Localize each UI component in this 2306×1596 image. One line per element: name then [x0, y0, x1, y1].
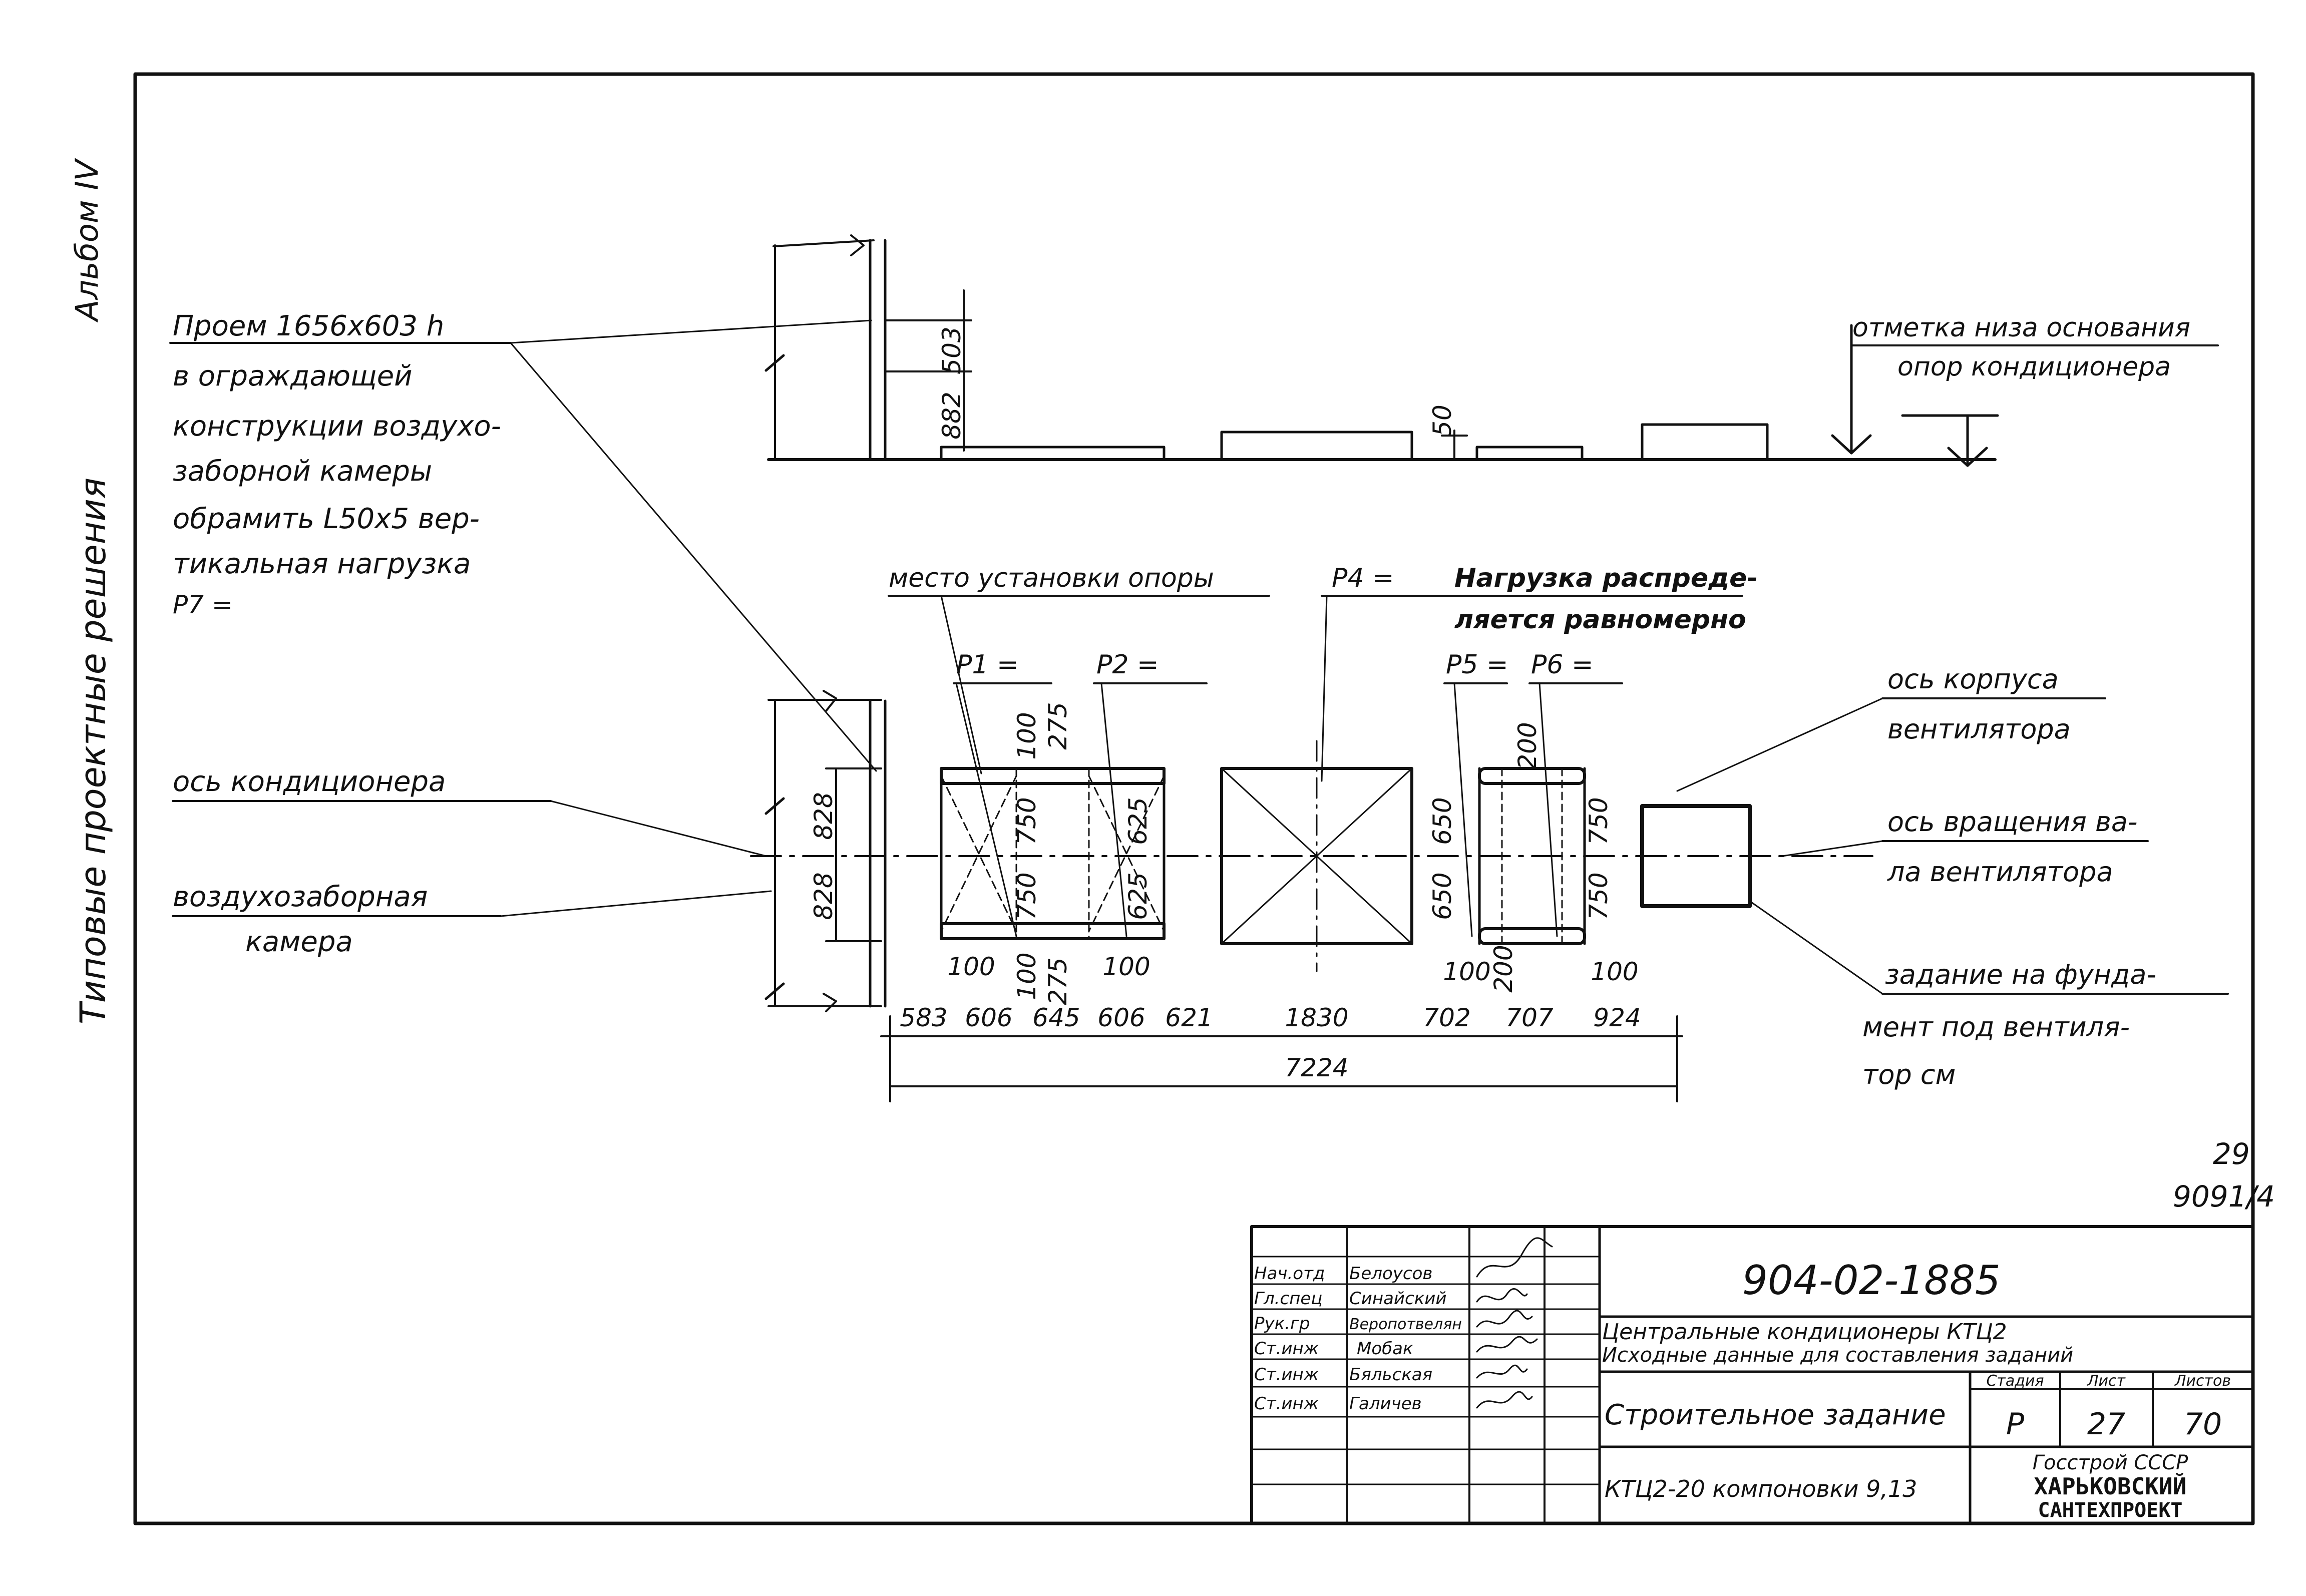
- chain-dim-621: 621: [1165, 1003, 1213, 1032]
- subtitle: КТЦ2-20 компоновки 9,13: [1605, 1475, 1917, 1502]
- intake-chamber-line1: воздухозаборная: [173, 881, 428, 913]
- dim-625-b: 625: [1123, 872, 1152, 920]
- right-dim-200-top: 200: [1513, 722, 1542, 769]
- opening-label: Проем 1656x603 h: [173, 310, 444, 342]
- dim-750-b: 750: [1012, 872, 1041, 920]
- chain-dim-583: 583: [900, 1003, 947, 1032]
- elevation-dim-503: 503: [937, 326, 966, 374]
- p2-label: P2 =: [1096, 650, 1159, 680]
- foundation-mark-line1: отметка низа основания: [1852, 313, 2190, 343]
- role-4: Ст.инж: [1254, 1339, 1319, 1359]
- callouts: Проем 1656x603 h в ограждающей конструкц…: [169, 310, 2229, 1090]
- title-line2: Исходные данные для составления заданий: [1602, 1344, 2073, 1367]
- opening-desc-1: в ограждающей: [173, 360, 413, 392]
- p5-label: P5 =: [1446, 650, 1508, 680]
- sheet-header: Лист: [2087, 1372, 2126, 1390]
- distributed-load-line2: ляется равномерно: [1454, 605, 1746, 635]
- dim-100-c: 100: [947, 952, 995, 981]
- right-dim-650-bottom: 650: [1428, 872, 1457, 920]
- role-3: Рук.гр: [1254, 1314, 1310, 1334]
- chain-dim-606-a: 606: [965, 1003, 1012, 1032]
- sheet-value: 27: [2087, 1407, 2125, 1442]
- opening-desc-2: конструкции воздухо-: [173, 410, 501, 443]
- chain-dim-606-b: 606: [1097, 1003, 1145, 1032]
- opening-desc-3: заборной камеры: [173, 455, 432, 488]
- stage-header: Стадия: [1986, 1372, 2044, 1390]
- foundation-task-line1: задание на фунда-: [1885, 959, 2156, 990]
- opening-desc-6: P7 =: [173, 590, 233, 619]
- conditioner-axis-label: ось кондиционера: [173, 765, 446, 798]
- role-2: Гл.спец: [1254, 1289, 1322, 1309]
- dim-275-a: 275: [1043, 702, 1072, 749]
- right-dim-750-top: 750: [1584, 797, 1613, 845]
- plan-dim-828-bottom: 828: [809, 872, 838, 920]
- distributed-load-line1: Нагрузка распреде-: [1454, 563, 1758, 593]
- sheet-frame: [133, 72, 2255, 1525]
- name-3: Веропотвелян: [1349, 1316, 1462, 1333]
- right-dim-100-left: 100: [1443, 957, 1490, 986]
- dim-625-a: 625: [1123, 797, 1152, 845]
- sheets-header: Листов: [2174, 1372, 2231, 1390]
- name-1: Белоусов: [1349, 1264, 1432, 1284]
- chain-dim-707: 707: [1505, 1003, 1554, 1032]
- right-dim-100-right: 100: [1591, 957, 1638, 986]
- title-block: Нач.отд Гл.спец Рук.гр Ст.инж Ст.инж Ст.…: [1250, 1225, 2254, 1525]
- role-1: Нач.отд: [1254, 1264, 1325, 1284]
- signatures: [1476, 1237, 1553, 1409]
- overall-dim-7224: 7224: [1285, 1053, 1348, 1082]
- stage-value: Р: [2006, 1407, 2025, 1442]
- shaft-axis-line2: ла вентилятора: [1887, 856, 2113, 888]
- org-line1: Госстрой СССР: [2033, 1451, 2188, 1474]
- p6-label: P6 =: [1531, 650, 1594, 680]
- elevation-dim-882: 882: [937, 391, 966, 439]
- chain-dimensions: 583 606 645 606 621 1830 702 707 924 722…: [889, 1003, 1678, 1087]
- foundation-task-line3: тор см: [1862, 1059, 1956, 1090]
- name-4: Мобак: [1357, 1339, 1413, 1359]
- role-5: Ст.инж: [1254, 1365, 1319, 1385]
- dim-100-b: 100: [1012, 952, 1041, 1000]
- role-6: Ст.инж: [1254, 1394, 1319, 1414]
- album-label: Альбом IV: [69, 157, 105, 323]
- chain-dim-1830: 1830: [1285, 1003, 1348, 1032]
- sheet-name: Строительное задание: [1605, 1399, 1946, 1431]
- title-line1: Центральные кондиционеры КТЦ2: [1602, 1319, 2007, 1345]
- p1-label: P1 =: [956, 650, 1019, 680]
- right-dim-200-bottom: 200: [1489, 945, 1518, 992]
- dim-750-a: 750: [1012, 797, 1041, 845]
- series-title: Типовые проектные решения: [73, 478, 114, 1024]
- foundation-task-line2: мент под вентиля-: [1862, 1011, 2130, 1043]
- opening-desc-5: тикальная нагрузка: [173, 548, 471, 580]
- sheet-ref-code: 9091/4: [2173, 1179, 2275, 1214]
- dim-100-a: 100: [1012, 712, 1041, 759]
- shaft-axis-line1: ось вращения ва-: [1887, 806, 2137, 838]
- foundation-mark-line2: опор кондиционера: [1897, 352, 2171, 382]
- elevation-dim-50: 50: [1428, 405, 1457, 437]
- dim-100-d: 100: [1102, 952, 1150, 981]
- support-place-label: место установки опоры: [889, 563, 1214, 593]
- right-dim-750-bottom: 750: [1584, 872, 1613, 920]
- dim-275-b: 275: [1043, 957, 1072, 1005]
- fan-housing-axis-line1: ось корпуса: [1887, 663, 2059, 695]
- name-2: Синайский: [1349, 1289, 1446, 1309]
- chain-dim-924: 924: [1593, 1003, 1641, 1032]
- fan-housing-axis-line2: вентилятора: [1887, 713, 2071, 745]
- drawing-number: 904-02-1885: [1742, 1257, 2001, 1304]
- plan-view: 828 828 100 275 750 750 625 625 100 275 …: [750, 690, 1873, 1102]
- name-5: Бяльская: [1349, 1365, 1432, 1385]
- org-line2: ХАРЬКОВСКИЙ: [2034, 1473, 2187, 1500]
- right-dim-650-top: 650: [1428, 797, 1457, 845]
- sheets-value: 70: [2184, 1407, 2222, 1442]
- sheet-ref-page: 29: [2213, 1137, 2250, 1171]
- chain-dim-702: 702: [1423, 1003, 1470, 1032]
- plan-dim-828-top: 828: [809, 792, 838, 840]
- org-line3: САНТЕХПРОЕКТ: [2038, 1499, 2183, 1522]
- intake-chamber-line2: камера: [245, 926, 353, 958]
- chain-dim-645: 645: [1032, 1003, 1080, 1032]
- opening-desc-4: обрамить L50x5 вер-: [173, 503, 480, 535]
- name-6: Галичев: [1349, 1394, 1422, 1414]
- elevation-view: 503 882 50: [764, 234, 1999, 467]
- p4-label: P4 =: [1332, 563, 1394, 593]
